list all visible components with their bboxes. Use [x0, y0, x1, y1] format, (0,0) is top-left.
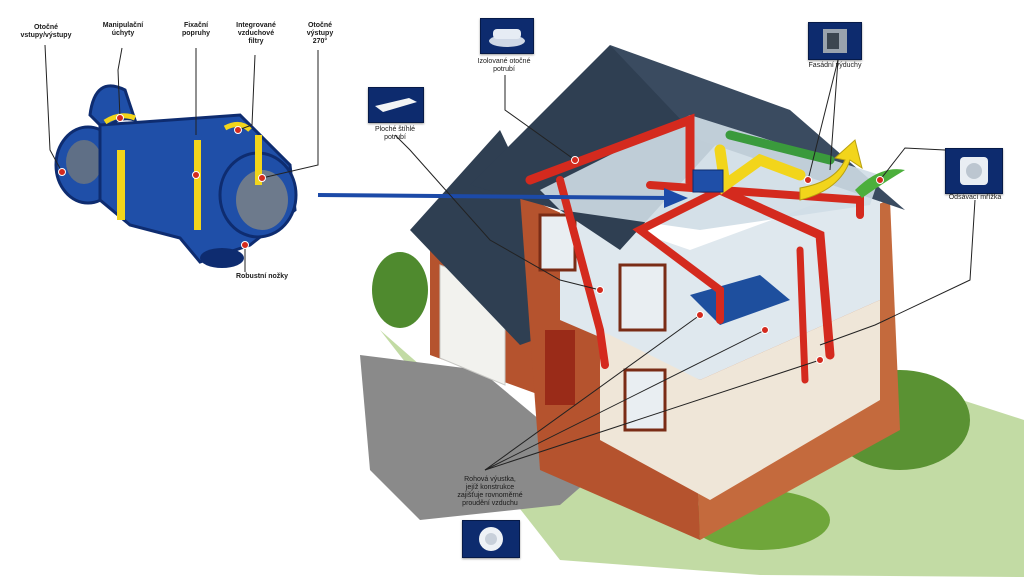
label-ploche-potrubi: Ploché štíhlé potrubí: [374, 126, 416, 141]
dot-1: [58, 168, 66, 176]
unit-strap-2: [194, 140, 201, 230]
leader-odsavaci-2: [819, 199, 976, 346]
corner-vent-icon: [479, 527, 503, 551]
thumb-facade-vents: [808, 22, 862, 60]
driveway: [360, 355, 600, 520]
front-door: [545, 330, 575, 405]
leader-otocne-vystupy: [261, 50, 319, 179]
dot-4: [234, 126, 242, 134]
duct-red-6: [796, 246, 809, 384]
thumb-corner-vent: [462, 520, 520, 558]
duct-network: [525, 113, 864, 384]
label-integrovane-filtry: Integrované vzduchové filtry: [236, 22, 276, 45]
leader-rohova-2: [484, 329, 766, 471]
dot-5: [258, 174, 266, 182]
leader-rohova-1: [484, 314, 701, 471]
exhaust-arrow-yellow: [799, 139, 863, 201]
label-odsavaci-mrizka: Odsávací mřížka: [948, 194, 1002, 201]
label-rohova-vyustka: Rohová výustka, jejíž konstrukce zajišťu…: [457, 476, 523, 507]
dot-13: [816, 356, 824, 364]
leader-ploche: [394, 134, 601, 291]
unit-right-port-grille: [236, 170, 288, 230]
bush-left: [372, 252, 428, 328]
dot-2: [116, 114, 124, 122]
interior-lower: [600, 300, 880, 500]
dot-7: [571, 156, 579, 164]
duct-red-2: [556, 176, 609, 369]
dot-10: [876, 176, 884, 184]
leader-integrovane: [237, 54, 256, 131]
label-robustni-nozky: Robustní nožky: [235, 273, 289, 280]
unit-to-house-arrow: [317, 193, 671, 200]
exhaust-grille-icon: [960, 157, 988, 185]
dot-9: [596, 286, 604, 294]
ventilation-unit-in-attic: [692, 169, 724, 193]
insulated-duct-icon: [489, 29, 525, 47]
leader-odsavaci: [879, 147, 946, 181]
label-fixacni-popruhy: Fixační popruhy: [182, 22, 210, 37]
unit-foot: [200, 248, 244, 268]
window-mid: [618, 263, 667, 332]
leader-otocne-vstupy: [44, 44, 63, 173]
dot-12: [761, 326, 769, 334]
flat-duct-icon: [375, 98, 417, 112]
leader-rohova-3: [484, 359, 821, 471]
thumb-flat-duct: [368, 87, 424, 123]
dot-3: [192, 171, 200, 179]
label-otocne-vstupy: Otočné vstupy/výstupy: [20, 24, 72, 39]
facade-vent-icon: [823, 29, 847, 53]
dot-8: [804, 176, 812, 184]
window-lower: [623, 368, 667, 432]
duct-red-4: [632, 186, 724, 324]
dot-6: [241, 241, 249, 249]
bed: [690, 275, 790, 325]
duct-yellow: [714, 144, 806, 195]
leader-dots: [58, 114, 884, 364]
leader-fasadni-2: [829, 59, 839, 171]
ventilation-unit: [54, 84, 298, 268]
unit-strap-1: [117, 150, 125, 220]
label-fasadni-vyduchy: Fasádní výduchy: [808, 62, 862, 69]
duct-red-3: [715, 185, 835, 360]
unit-left-port-opening: [66, 140, 102, 184]
unit-handle-2: [223, 122, 252, 132]
label-otocne-vystupy: Otočné výstupy 270°: [306, 22, 334, 45]
thumb-exhaust-grille: [945, 148, 1003, 194]
dot-11: [696, 311, 704, 319]
leader-manipulacni: [117, 47, 123, 119]
leader-izolovane: [504, 75, 576, 161]
label-manipulacni-uchyty: Manipulační úchyty: [102, 22, 144, 37]
thumb-insulated-duct: [480, 18, 534, 54]
leader-lines: [44, 44, 976, 471]
unit-to-house-arrowhead: [664, 188, 688, 208]
unit-strap-3: [255, 135, 262, 185]
duct-green: [725, 130, 835, 165]
label-izolovane-potrubi: Izolované otočné potrubí: [477, 58, 531, 73]
leader-fasadni-1: [807, 59, 839, 181]
